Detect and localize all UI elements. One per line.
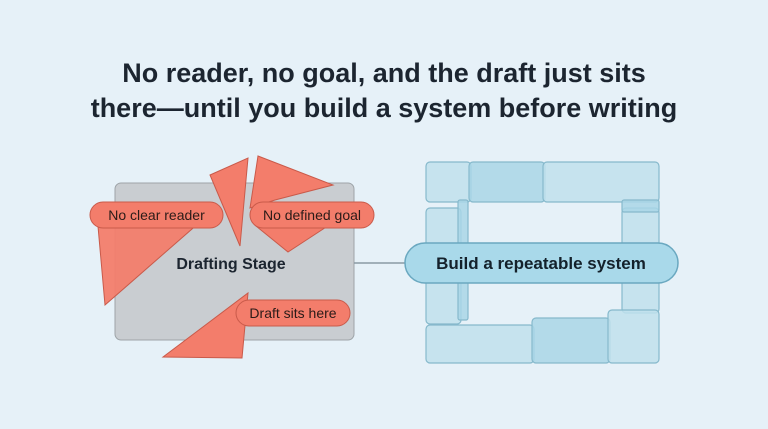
shard-top-left: [209, 157, 249, 247]
shard-top-right: [249, 155, 335, 209]
no-defined-goal-pill: [249, 201, 375, 229]
block-right-column-cap: [621, 199, 660, 213]
no-defined-goal-label: No defined goal: [263, 207, 361, 223]
draft-sits-here-label: Draft sits here: [249, 305, 336, 321]
block-top-left: [425, 161, 472, 203]
no-clear-reader-label: No clear reader: [108, 207, 205, 223]
block-bottom-left: [425, 324, 535, 364]
diagram-title: No reader, no goal, and the draft just s…: [0, 56, 768, 126]
system-pill: [404, 242, 679, 284]
drafting-stage-group: No clear reader No defined goal Drafting…: [89, 155, 375, 359]
system-label: Build a repeatable system: [436, 254, 646, 273]
block-top-middle: [468, 161, 546, 203]
block-bottom-right: [607, 309, 660, 364]
title-line-1: No reader, no goal, and the draft just s…: [122, 58, 646, 88]
drafting-stage-label: Drafting Stage: [176, 256, 285, 273]
draft-sits-here-pill: [235, 299, 351, 327]
title-line-2: there—until you build a system before wr…: [90, 93, 678, 123]
block-bottom-middle: [531, 317, 611, 364]
no-clear-reader-pill: [89, 201, 224, 229]
block-top-right: [542, 161, 660, 203]
